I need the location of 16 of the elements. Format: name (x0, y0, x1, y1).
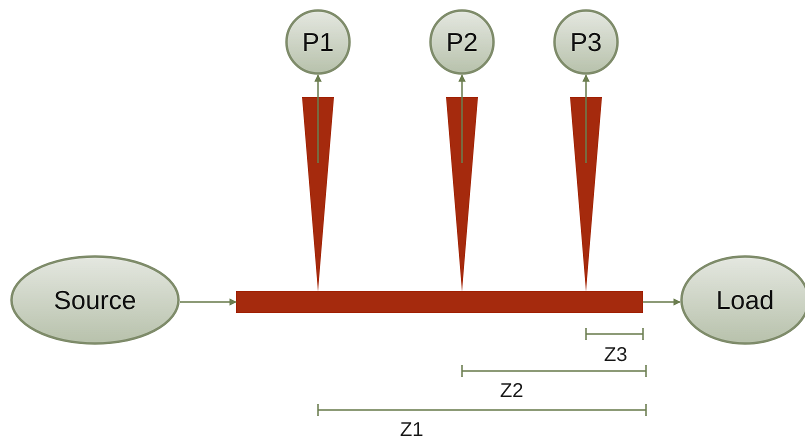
arrow (458, 74, 466, 163)
circle-node: P1 (285, 9, 351, 75)
wedge-shape (302, 97, 334, 292)
ellipse-node: Source (10, 255, 180, 345)
transmission-bar (236, 291, 643, 313)
dimension-label: Z1 (400, 419, 424, 442)
circle-node: P2 (429, 9, 495, 75)
dimension-label: Z2 (500, 380, 524, 403)
circle-node: P3 (553, 9, 619, 75)
arrow (582, 74, 590, 163)
arrow (180, 298, 237, 306)
arrow (643, 298, 681, 306)
arrow (314, 74, 322, 163)
wedge-shape (570, 97, 602, 292)
wedge-shape (446, 97, 478, 292)
dimension-label: Z3 (604, 344, 628, 367)
